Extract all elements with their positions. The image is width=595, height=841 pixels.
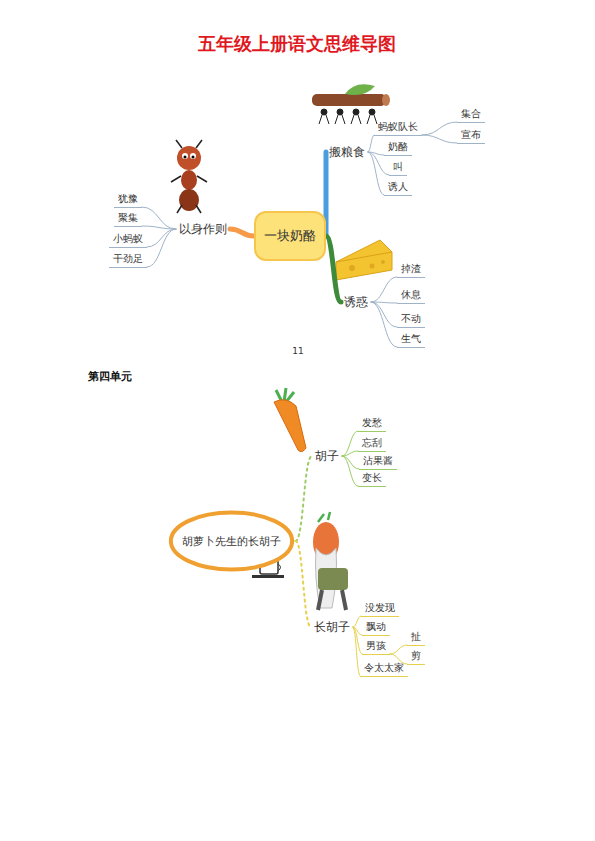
- branch-connector: [353, 616, 361, 627]
- node-text: 剪: [411, 650, 421, 661]
- node-text: 集合: [461, 108, 481, 119]
- node-text: 诱惑: [344, 295, 368, 309]
- node-text: 掉渣: [401, 263, 421, 274]
- branch-connector: [342, 431, 358, 456]
- branch-connector: [142, 226, 176, 229]
- node-text: 忘刮: [362, 437, 382, 448]
- branch-connector: [353, 627, 360, 676]
- branch-connector: [326, 236, 341, 302]
- node-text: 发愁: [362, 417, 382, 428]
- leaf-label: 蚂蚁队长: [374, 119, 422, 136]
- center-box: 一块奶酪: [254, 211, 326, 261]
- carrot-man-illustration: [313, 512, 348, 610]
- branch-connector: [147, 229, 176, 247]
- branch-connector: [371, 277, 397, 302]
- leaf-label: 休息: [397, 287, 425, 304]
- leaf-label: 小蚂蚁: [109, 231, 147, 248]
- node-text: 变长: [362, 472, 382, 483]
- leaf-label: 奶酪: [384, 139, 412, 156]
- leaf-label: 沾果酱: [359, 453, 397, 470]
- leaf-label: 聚集: [114, 210, 142, 227]
- branch-connector: [422, 135, 457, 143]
- leaf-label: 生气: [397, 331, 425, 348]
- node-text: 犹豫: [118, 193, 138, 204]
- branch-connector: [296, 456, 313, 541]
- branch-connector: [342, 451, 358, 456]
- leaf-label: 不动: [397, 311, 425, 328]
- branch-label: 以身作则: [176, 220, 230, 239]
- node-text: 以身作则: [179, 222, 227, 236]
- branch-connector: [368, 135, 374, 152]
- node-text: 长胡子: [314, 620, 350, 634]
- ant-illustration: [171, 140, 207, 213]
- leaf-label: 变长: [358, 470, 386, 487]
- node-text: 一块奶酪: [264, 228, 316, 243]
- node-text: 男孩: [366, 640, 386, 651]
- branch-connector: [368, 152, 384, 195]
- ellipse-center: 胡萝卜先生的长胡子: [167, 510, 296, 572]
- leaf-label: 男孩: [362, 638, 390, 655]
- branch-connector: [342, 456, 358, 486]
- branch-label: 胡子: [312, 447, 342, 466]
- leaf-label: 令太太家: [360, 660, 408, 677]
- branch-connector: [142, 207, 176, 229]
- node-text: 沾果酱: [363, 455, 393, 466]
- branch-label: 诱惑: [341, 293, 371, 312]
- node-text: 宣布: [461, 129, 481, 140]
- page-number: 11: [292, 346, 303, 356]
- leaf-label: 忘刮: [358, 435, 386, 452]
- node-text: 休息: [401, 289, 421, 300]
- branch-label: 搬粮食: [326, 143, 368, 162]
- branch-connector: [147, 229, 176, 267]
- node-text: 生气: [401, 333, 421, 344]
- node-text: 蚂蚁队长: [378, 121, 418, 132]
- node-text: 诱人: [388, 181, 408, 192]
- leaf-label: 集合: [457, 106, 485, 123]
- leaf-label: 没发现: [361, 600, 399, 617]
- node-text: 聚集: [118, 212, 138, 223]
- branch-label: 长胡子: [311, 618, 353, 637]
- leaf-label: 犹豫: [114, 191, 142, 208]
- page-title: 五年级上册语文思维导图: [198, 32, 396, 56]
- unit-heading: 第四单元: [88, 369, 132, 384]
- carrot-illustration: [274, 388, 306, 452]
- branch-connector: [230, 229, 254, 236]
- node-text: 胡子: [315, 449, 339, 463]
- branch-connector: [296, 541, 312, 627]
- node-text: 令太太家: [364, 662, 404, 673]
- node-text: 奶酪: [388, 141, 408, 152]
- branch-connector: [390, 645, 407, 654]
- node-text: 胡萝卜先生的长胡子: [182, 534, 281, 549]
- leaf-label: 干劲足: [109, 251, 147, 268]
- leaf-label: 飘动: [362, 619, 390, 636]
- leaf-label: 诱人: [384, 179, 412, 196]
- leaf-label: 剪: [407, 648, 425, 665]
- branch-connector: [371, 302, 397, 347]
- node-text: 搬粮食: [329, 145, 365, 159]
- leaf-label: 掉渣: [397, 261, 425, 278]
- node-text: 飘动: [366, 621, 386, 632]
- leaf-label: 宣布: [457, 127, 485, 144]
- branch-connector: [422, 122, 457, 135]
- cheese-illustration: [336, 240, 392, 280]
- node-text: 扯: [411, 631, 421, 642]
- node-text: 小蚂蚁: [113, 233, 143, 244]
- leaf-label: 叫: [389, 159, 407, 176]
- node-text: 叫: [393, 161, 403, 172]
- leaf-label: 发愁: [358, 415, 386, 432]
- node-text: 不动: [401, 313, 421, 324]
- node-text: 没发现: [365, 602, 395, 613]
- node-text: 干劲足: [113, 253, 143, 264]
- leaf-label: 扯: [407, 629, 425, 646]
